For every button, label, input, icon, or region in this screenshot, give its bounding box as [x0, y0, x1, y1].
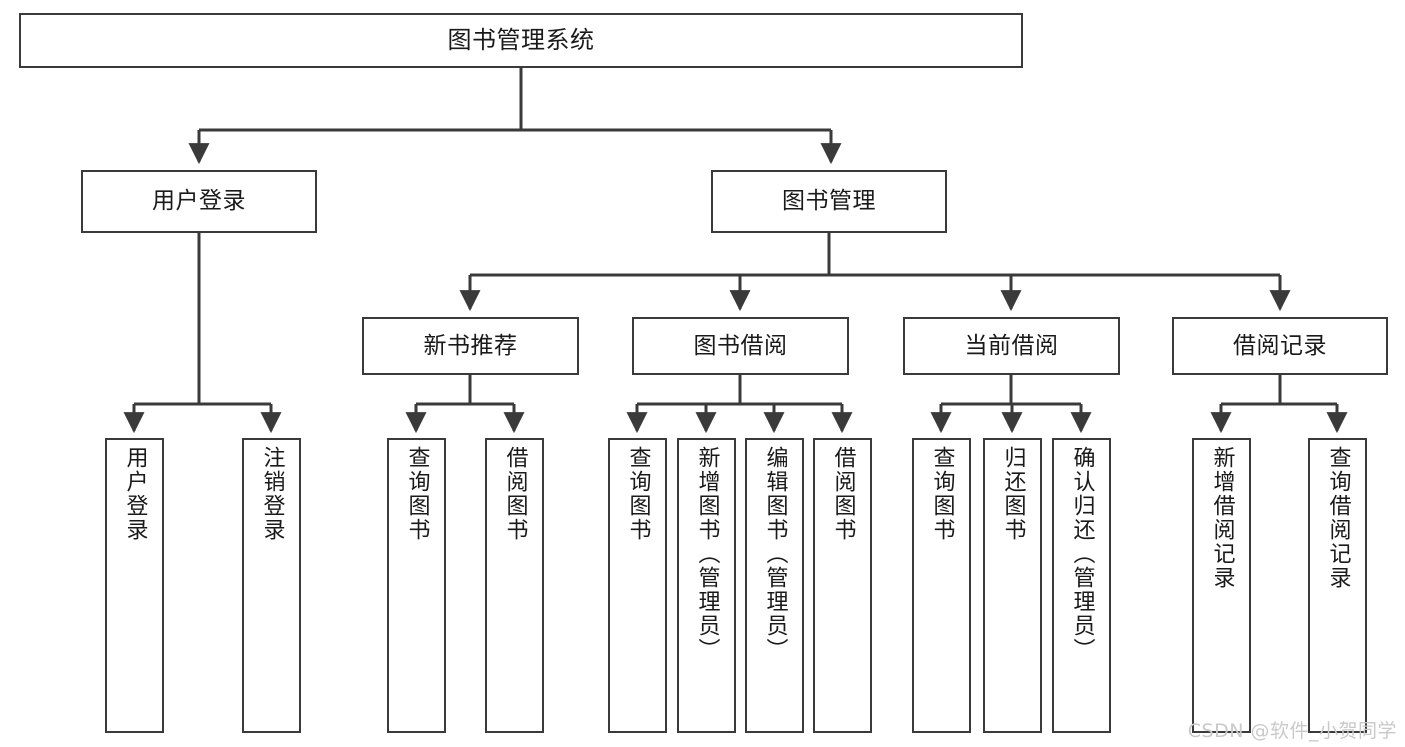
- node-root[interactable]: 图书管理系统: [19, 13, 1023, 68]
- node-book-manage[interactable]: 图书管理: [711, 170, 947, 233]
- node-leaf-cur-query[interactable]: 查询图书: [912, 438, 971, 733]
- node-leaf-borrow-edit[interactable]: 编辑图书（管理员）: [745, 438, 804, 733]
- node-label: 借阅图书: [502, 446, 528, 542]
- node-label: 注销登录: [259, 446, 285, 542]
- node-leaf-rec-query[interactable]: 查询图书: [387, 438, 446, 733]
- node-label: 确认归还（管理员）: [1069, 446, 1095, 662]
- node-label: 归还图书: [1000, 446, 1026, 542]
- node-label: 用户登录: [152, 188, 246, 215]
- node-label: 查询图书: [929, 446, 955, 542]
- node-label: 查询借阅记录: [1325, 446, 1351, 590]
- node-label: 借阅记录: [1233, 332, 1327, 359]
- node-label: 编辑图书（管理员）: [762, 446, 788, 662]
- node-leaf-rec-search[interactable]: 查询借阅记录: [1308, 438, 1367, 733]
- node-label: 图书借阅: [693, 332, 788, 359]
- node-user-login[interactable]: 用户登录: [81, 170, 317, 233]
- node-label: 新增图书（管理员）: [694, 446, 720, 662]
- node-leaf-cur-return[interactable]: 归还图书: [983, 438, 1042, 733]
- node-label: 查询图书: [404, 446, 430, 542]
- node-leaf-cur-confirm[interactable]: 确认归还（管理员）: [1052, 438, 1111, 733]
- node-leaf-borrow-query[interactable]: 查询图书: [608, 438, 667, 733]
- node-label: 查询图书: [625, 446, 651, 542]
- node-leaf-user-logout[interactable]: 注销登录: [242, 438, 301, 733]
- node-label: 当前借阅: [964, 332, 1059, 359]
- node-label: 借阅图书: [830, 446, 856, 542]
- node-label: 新书推荐: [423, 332, 518, 359]
- node-leaf-borrow-lend[interactable]: 借阅图书: [813, 438, 872, 733]
- node-book-borrow[interactable]: 图书借阅: [632, 317, 849, 375]
- node-label: 图书管理系统: [447, 25, 595, 54]
- node-label: 用户登录: [122, 446, 148, 542]
- node-leaf-borrow-add[interactable]: 新增图书（管理员）: [677, 438, 736, 733]
- node-borrow-record[interactable]: 借阅记录: [1172, 317, 1388, 375]
- node-current-borrow[interactable]: 当前借阅: [903, 317, 1120, 375]
- csdn-watermark: CSDN @软件_小贺同学: [1187, 720, 1397, 742]
- node-label: 新增借阅记录: [1209, 446, 1235, 590]
- node-leaf-user-login[interactable]: 用户登录: [105, 438, 164, 733]
- node-new-book-rec[interactable]: 新书推荐: [362, 317, 579, 375]
- node-leaf-rec-add[interactable]: 新增借阅记录: [1192, 438, 1251, 733]
- node-label: 图书管理: [782, 188, 876, 215]
- node-leaf-rec-borrow[interactable]: 借阅图书: [485, 438, 544, 733]
